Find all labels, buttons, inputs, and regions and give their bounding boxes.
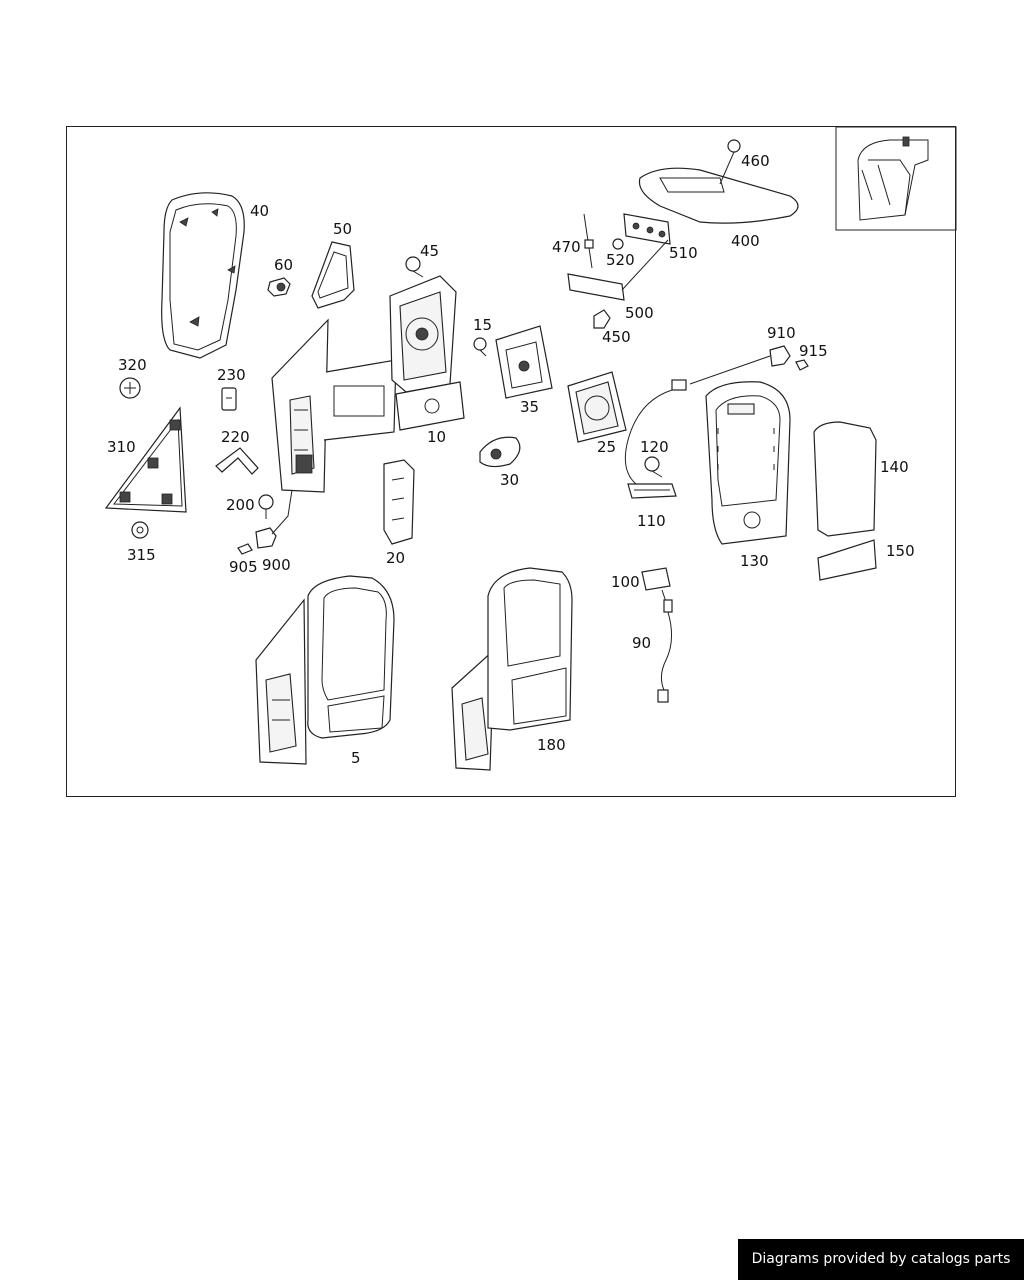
vehicle-inset [835,126,957,231]
part-450-sleeve[interactable] [593,309,611,329]
callout-35: 35 [520,398,539,416]
mirror-arm[interactable] [271,318,397,493]
part-470-pin[interactable] [583,213,594,269]
callout-320: 320 [118,356,147,374]
callout-60: 60 [274,256,293,274]
callout-20: 20 [386,549,405,567]
callout-100: 100 [611,573,640,591]
callout-10: 10 [427,428,446,446]
callout-400: 400 [731,232,760,250]
callout-30: 30 [500,471,519,489]
part-180-mirror-assembly[interactable] [451,567,573,771]
part-315-nut[interactable] [131,521,149,539]
callout-310: 310 [107,438,136,456]
callout-900: 900 [262,556,291,574]
part-35-adjuster-plate[interactable] [495,325,553,399]
callout-200: 200 [226,496,255,514]
part-310-triangle-plate[interactable] [104,406,187,513]
callout-450: 450 [602,328,631,346]
part-90-cable[interactable] [657,599,673,703]
callout-130: 130 [740,552,769,570]
footer-credit-badge: Diagrams provided by catalogs parts [738,1239,1024,1280]
part-110-indicator[interactable] [624,379,687,499]
part-320-nut[interactable] [119,377,141,399]
part-45-screw[interactable] [405,256,424,278]
callout-510: 510 [669,244,698,262]
part-230-spacer[interactable] [221,387,237,411]
callout-315: 315 [127,546,156,564]
part-5-complete-mirror[interactable] [255,575,395,765]
callout-25: 25 [597,438,616,456]
part-40-housing-cover[interactable] [161,192,245,359]
part-140-mirror-glass[interactable] [813,421,877,537]
callout-50: 50 [333,220,352,238]
part-520-nut[interactable] [612,238,624,250]
callout-220: 220 [221,428,250,446]
part-900-connector[interactable] [255,489,293,549]
callout-230: 230 [217,366,246,384]
part-460-screw[interactable] [719,139,741,185]
part-510-bracket[interactable] [623,213,671,245]
part-150-lower-glass[interactable] [817,539,877,581]
part-910-connector[interactable] [689,345,791,385]
callout-520: 520 [606,251,635,269]
part-60-clip[interactable] [267,277,291,297]
part-30-cap[interactable] [479,436,521,468]
part-10-motor-unit[interactable] [389,275,465,431]
part-120-screw[interactable] [644,456,663,478]
callout-180: 180 [537,736,566,754]
callout-labels: 40 60 50 45 15 35 10 320 230 310 220 200… [107,152,915,767]
callout-90: 90 [632,634,651,652]
callout-110: 110 [637,512,666,530]
part-220-bracket[interactable] [215,447,259,475]
callout-150: 150 [886,542,915,560]
callout-470: 470 [552,238,581,256]
callout-45: 45 [420,242,439,260]
part-25-motor-plate[interactable] [567,371,627,443]
part-905-pin[interactable] [237,543,253,555]
callout-460: 460 [741,152,770,170]
part-50-frame[interactable] [311,241,355,309]
part-20-clip[interactable] [383,459,415,545]
callout-15: 15 [473,316,492,334]
part-915-pin[interactable] [795,359,809,371]
part-500-plate[interactable] [567,239,669,301]
callout-905: 905 [229,558,258,576]
callout-500: 500 [625,304,654,322]
callout-915: 915 [799,342,828,360]
callout-120: 120 [640,438,669,456]
part-400-top-cover[interactable] [638,167,799,224]
callout-140: 140 [880,458,909,476]
callout-910: 910 [767,324,796,342]
parts-diagram-frame [66,126,956,797]
part-100-module[interactable] [641,567,671,603]
callout-40: 40 [250,202,269,220]
part-15-screw[interactable] [473,337,487,357]
part-200-screw[interactable] [258,494,274,519]
callout-5: 5 [351,749,361,767]
part-130-back-plate[interactable] [705,381,791,545]
